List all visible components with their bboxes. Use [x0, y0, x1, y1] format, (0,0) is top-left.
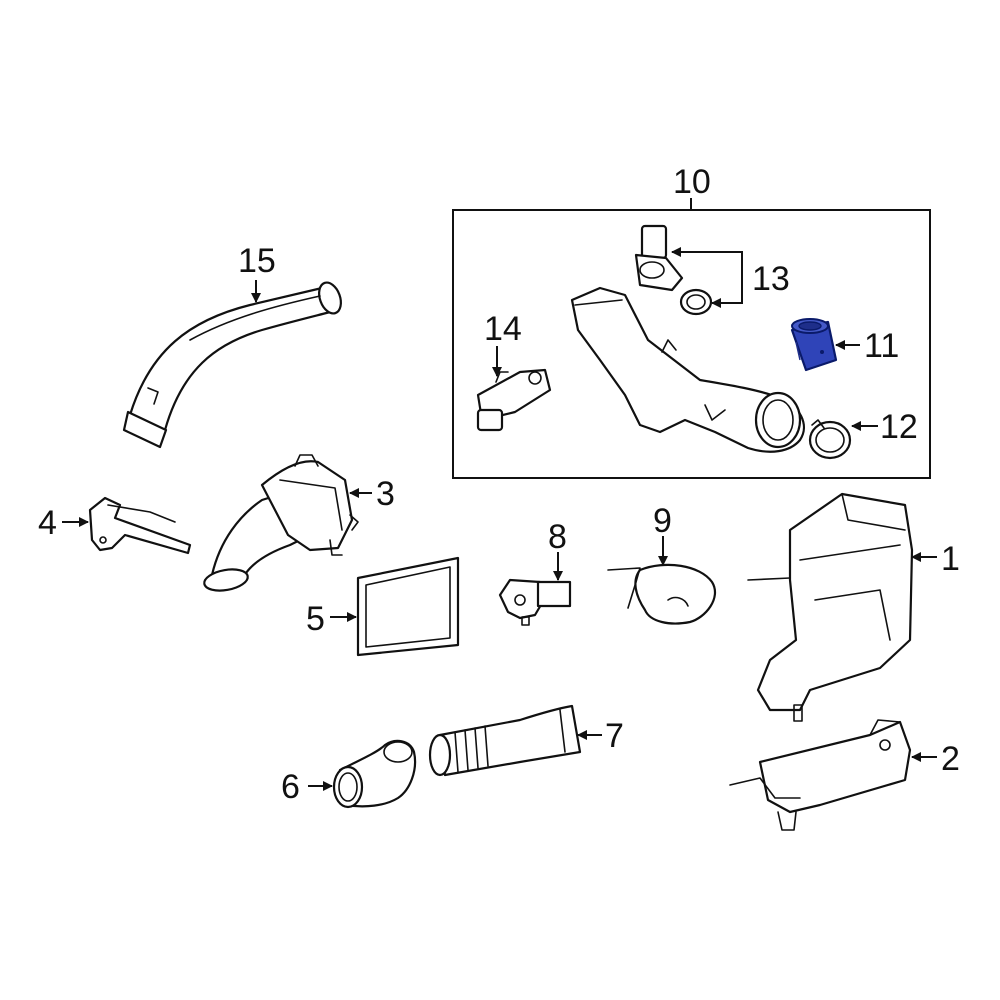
part-15-intake-pipe[interactable]	[122, 280, 345, 449]
callout-11[interactable]: 11	[864, 327, 899, 365]
callout-2[interactable]: 2	[941, 740, 960, 778]
callout-5[interactable]: 5	[306, 600, 325, 638]
callout-13[interactable]: 13	[752, 260, 790, 298]
callout-10[interactable]: 10	[673, 163, 711, 201]
callout-4[interactable]: 4	[38, 504, 57, 542]
leader-13-b	[712, 277, 743, 304]
callout-12[interactable]: 12	[880, 408, 918, 446]
part-14-maf-sensor[interactable]	[476, 368, 552, 432]
part-11-seal-highlighted[interactable]	[790, 318, 838, 372]
part-4-bracket[interactable]	[88, 496, 192, 555]
part-6-elbow-hose[interactable]	[332, 739, 417, 809]
part-1-filter-housing[interactable]	[747, 492, 914, 722]
part-5-filter-element[interactable]	[356, 556, 460, 657]
part-8-sensor[interactable]	[498, 578, 572, 626]
part-12-clamp[interactable]	[808, 419, 852, 460]
leader-13	[672, 251, 743, 277]
callout-7[interactable]: 7	[605, 717, 624, 755]
part-7-bellows-duct[interactable]	[428, 704, 582, 777]
part-3-intake-housing[interactable]	[203, 454, 359, 594]
part-2-lower-housing[interactable]	[729, 719, 912, 831]
callout-9[interactable]: 9	[653, 502, 672, 540]
part-9-cover[interactable]	[607, 563, 716, 625]
callout-1[interactable]: 1	[941, 540, 960, 578]
callout-6[interactable]: 6	[281, 768, 300, 806]
callout-14[interactable]: 14	[484, 310, 522, 348]
callout-3[interactable]: 3	[376, 475, 395, 513]
part-13-connector-seal[interactable]	[634, 224, 713, 316]
part-10-air-duct[interactable]	[570, 286, 806, 453]
callout-8[interactable]: 8	[548, 518, 567, 556]
callout-15[interactable]: 15	[238, 242, 276, 280]
